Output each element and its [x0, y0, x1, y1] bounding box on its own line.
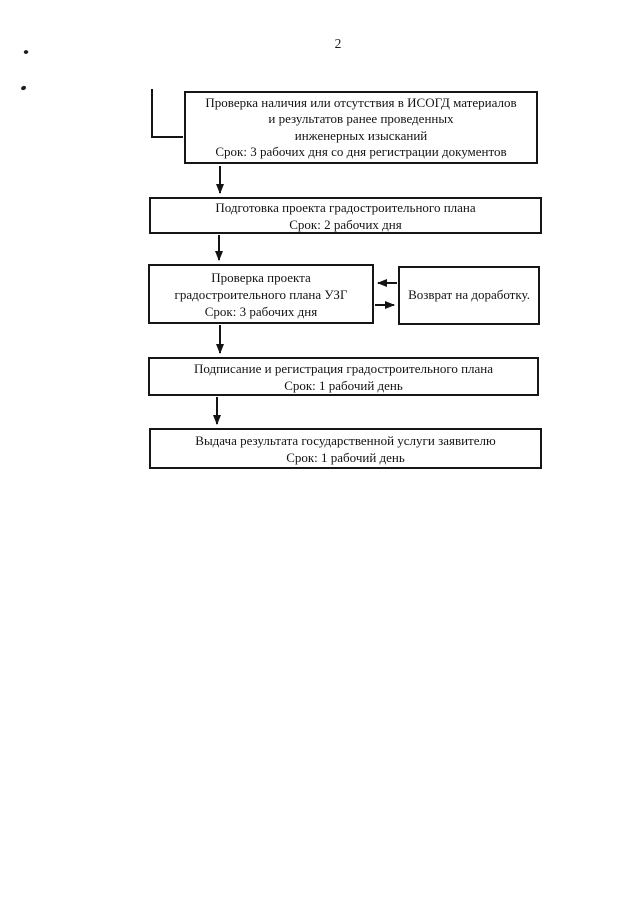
- flow-step-deadline: Срок: 3 рабочих дня со дня регистрации д…: [215, 144, 507, 159]
- flow-step-return-for-rework: Возврат на доработку.: [398, 266, 540, 325]
- flow-step-text-line: и результатов ранее проведенных: [268, 111, 454, 126]
- flow-step-text-line: Подписание и регистрация градостроительн…: [193, 360, 494, 376]
- flow-step-deadline: Срок: 1 рабочий день: [284, 377, 403, 393]
- flow-step-deadline: Срок: 3 рабочих дня: [204, 303, 318, 319]
- flow-step-isogd-check: Проверка наличия или отсутствия в ИСОГД …: [184, 91, 538, 164]
- flow-step-text-line: Возврат на доработку.: [408, 287, 530, 303]
- flow-step-text-line: инженерных изысканий: [294, 127, 428, 143]
- scan-artifact-dot: [23, 49, 29, 55]
- flow-step-text-line: градостроительного плана УЗГ: [174, 286, 348, 302]
- flow-step-deadline: Срок: 1 рабочий день: [286, 449, 405, 465]
- page-number: 2: [334, 36, 342, 51]
- flow-step-text-line: Проверка наличия или отсутствия в ИСОГД …: [205, 94, 517, 110]
- scan-artifact-dot: [20, 85, 27, 91]
- flow-step-text-line: Проверка проекта: [211, 269, 311, 285]
- flow-step-deadline: Срок: 2 рабочих дня: [289, 216, 402, 232]
- flow-step-plan-draft-review-uzg: Проверка проекта градостроительного план…: [148, 264, 374, 324]
- flow-step-text-line: Подготовка проекта градостроительного пл…: [215, 199, 476, 215]
- incoming-connector-line: [151, 89, 183, 138]
- flow-step-result-issuance: Выдача результата государственной услуги…: [149, 428, 542, 469]
- flow-step-signing-and-registration: Подписание и регистрация градостроительн…: [148, 357, 539, 396]
- flow-step-text-line: Выдача результата государственной услуги…: [195, 432, 496, 448]
- flow-step-plan-draft-preparation: Подготовка проекта градостроительного пл…: [149, 197, 542, 234]
